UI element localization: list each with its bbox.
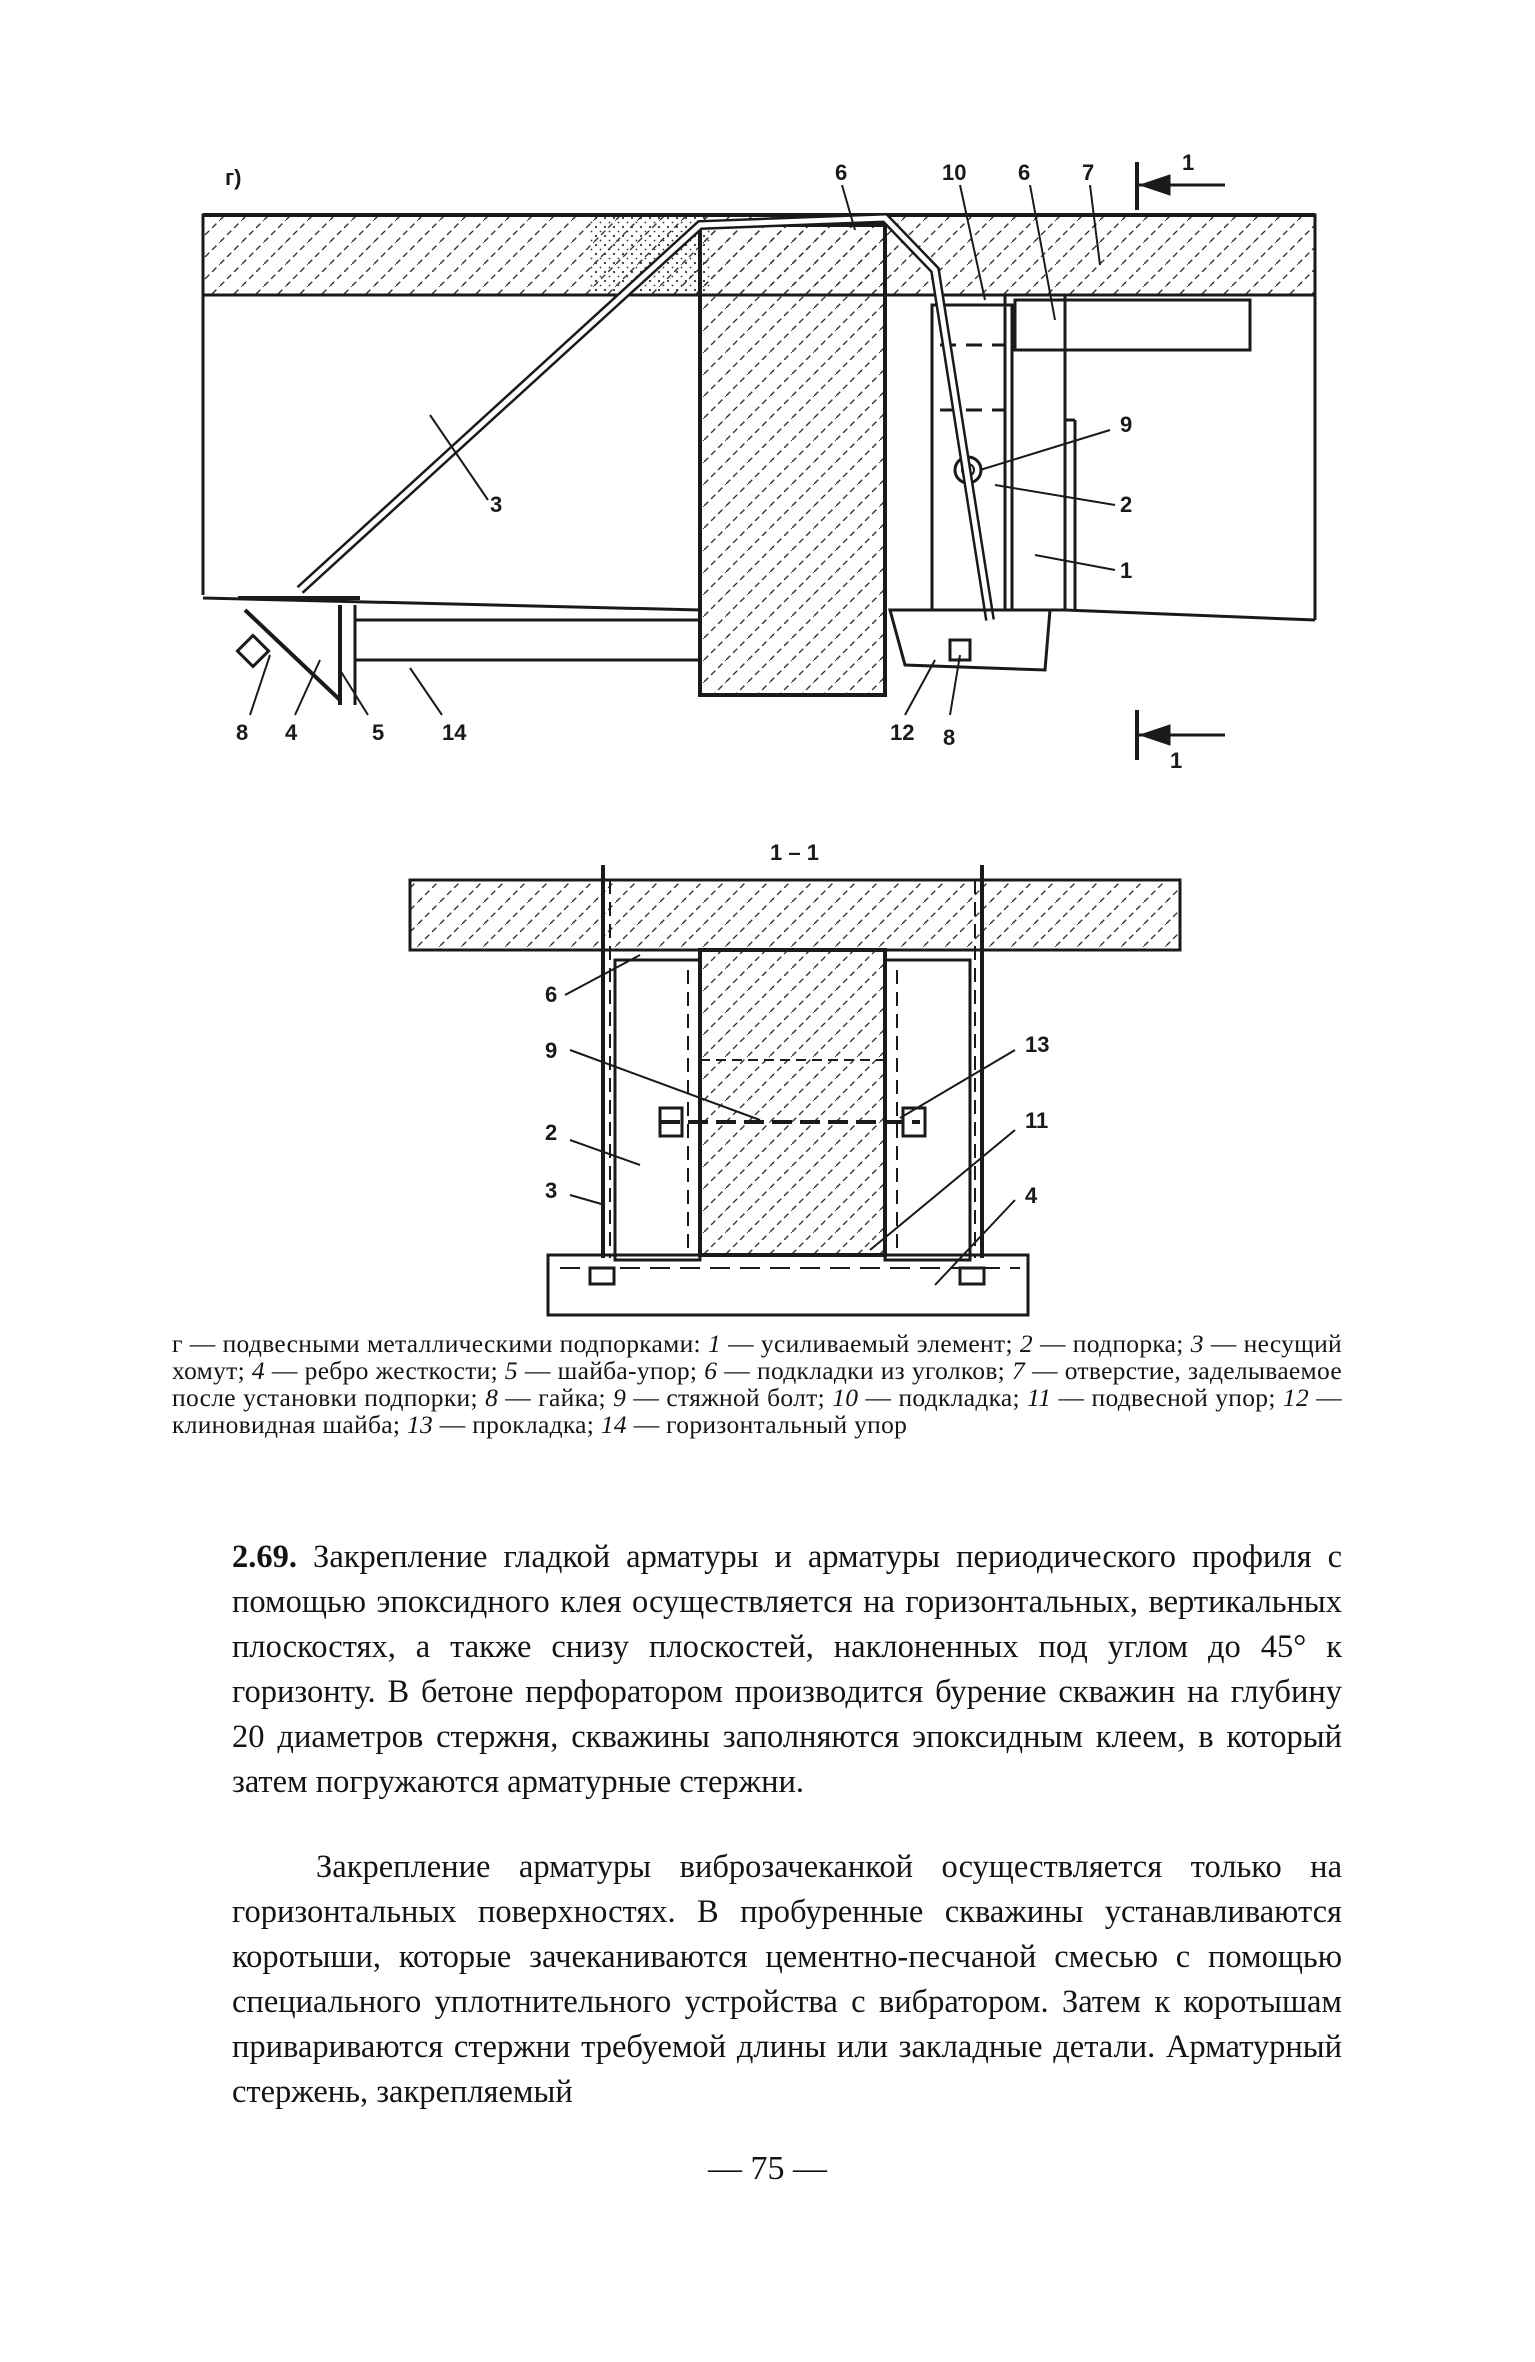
label: 2 [545, 1120, 557, 1145]
label: 3 [545, 1178, 557, 1203]
section-view [408, 865, 1182, 1317]
label: 6 [1018, 160, 1030, 185]
label: 7 [1082, 160, 1094, 185]
label: 1 [1120, 558, 1132, 583]
section-marker: 1 [1170, 748, 1182, 773]
paragraph-text: Закрепление гладкой арматуры и арматуры … [232, 1539, 1343, 1800]
paragraph-vibro: Закрепление арматуры виброзачеканкой осу… [232, 1849, 1342, 2110]
caption-item: 3 — несущий хомут; [172, 1329, 1343, 1385]
caption-item: 1 — усиливаемый элемент; [707, 1329, 1013, 1358]
label: 13 [1025, 1032, 1049, 1057]
caption-item: 4 — ребро жесткости; [251, 1356, 498, 1385]
caption-item: 11 — подвесной упор; [1027, 1383, 1276, 1412]
label: 5 [372, 720, 384, 745]
panel-letter: г) [225, 165, 242, 190]
label: 3 [490, 492, 502, 517]
caption-item: 9 — стяжной болт; [613, 1383, 825, 1412]
caption-lead: г — подвесными металлическими подпорками… [172, 1329, 701, 1358]
label: 6 [835, 160, 847, 185]
page-number: — 75 — [708, 2150, 827, 2187]
label: 12 [890, 720, 914, 745]
caption-item: 8 — гайка; [485, 1383, 606, 1412]
label: 8 [236, 720, 248, 745]
technical-drawing: г) 6 10 6 7 1 9 2 1 3 8 4 5 14 12 8 1 1 … [201, 150, 1317, 1317]
label: 8 [943, 725, 955, 750]
label: 14 [442, 720, 467, 745]
label: 6 [545, 982, 557, 1007]
paragraph-2-69: 2.69. Закрепление гладкой арматуры и арм… [232, 1535, 1342, 1805]
label: 4 [285, 720, 298, 745]
caption-item: 10 — подкладка; [832, 1383, 1020, 1412]
upper-view [201, 162, 1317, 760]
caption-item: 12 — клиновидная шайба; [172, 1383, 1342, 1439]
label: 4 [1025, 1183, 1038, 1208]
caption-item: 6 — подкладки из уголков; [704, 1356, 1006, 1385]
label: 11 [1025, 1108, 1048, 1133]
caption-item: 13 — прокладка; [406, 1410, 595, 1439]
paragraph-number: 2.69. [232, 1539, 297, 1575]
label: 2 [1120, 492, 1132, 517]
caption-item: 5 — шайба-упор; [504, 1356, 698, 1385]
figure-caption: г — подвесными металлическими подпорками… [172, 1330, 1342, 1438]
label: 9 [1120, 412, 1132, 437]
section-title: 1 – 1 [770, 840, 819, 865]
label: 9 [545, 1038, 557, 1063]
caption-item: 14 — горизонтальный упор [600, 1410, 908, 1439]
label: 10 [942, 160, 966, 185]
caption-item: 2 — подпорка; [1019, 1329, 1184, 1358]
section-marker: 1 [1182, 150, 1194, 175]
caption-item: 7 — отверстие, заделываемое после устано… [172, 1356, 1342, 1412]
